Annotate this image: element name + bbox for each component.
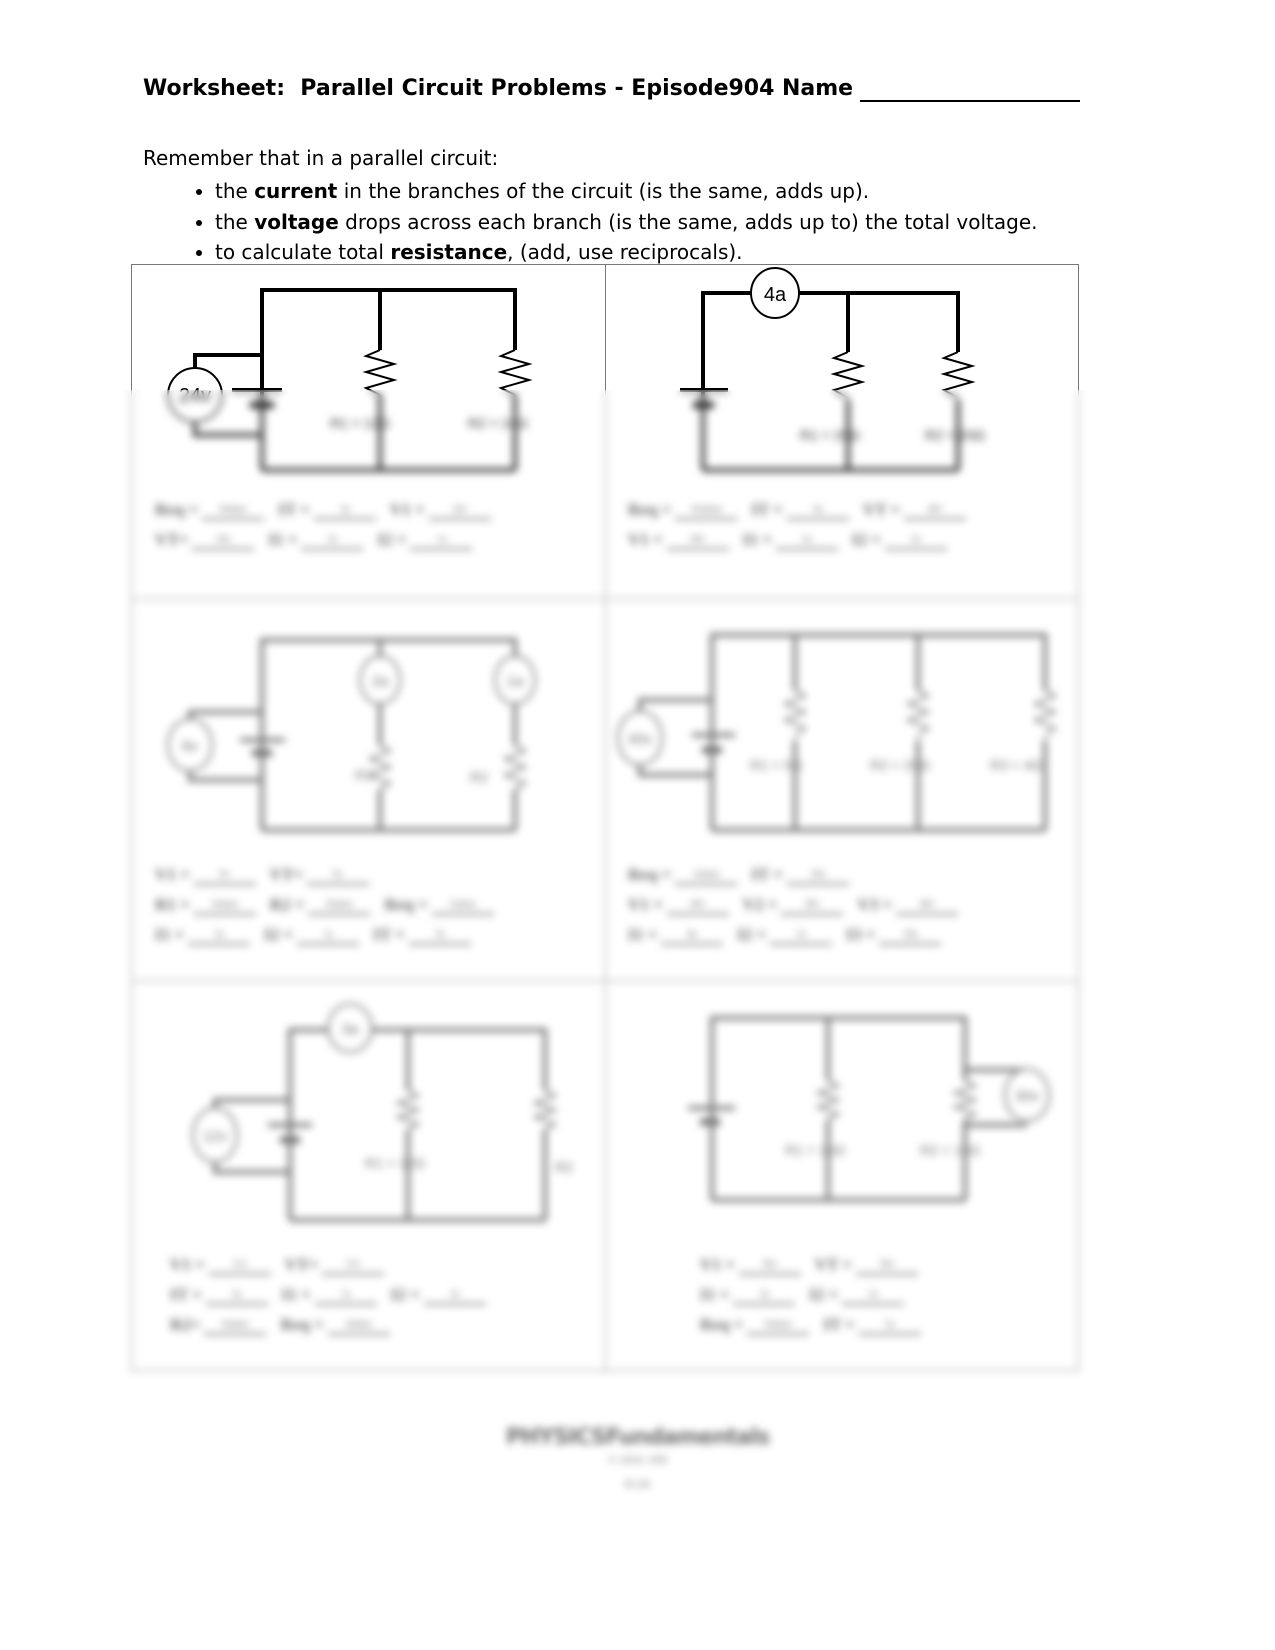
rule-voltage: the voltage drops across each branch (is… xyxy=(215,207,1038,238)
resistor-icon xyxy=(497,349,533,396)
resistor-icon xyxy=(362,349,398,396)
rule-resistance: to calculate total resistance, (add, use… xyxy=(215,237,1038,268)
name-field[interactable] xyxy=(860,100,1080,102)
rules-list: the current in the branches of the circu… xyxy=(143,176,1038,268)
rule-current: the current in the branches of the circu… xyxy=(215,176,1038,207)
ammeter-icon xyxy=(750,267,800,319)
name-label: Name xyxy=(782,76,854,101)
intro-lead: Remember that in a parallel circuit: xyxy=(143,146,499,170)
preview-blur-overlay xyxy=(0,390,1275,1650)
worksheet-title: Worksheet: Parallel Circuit Problems - E… xyxy=(143,76,775,101)
svg-text:4a: 4a xyxy=(764,284,787,306)
